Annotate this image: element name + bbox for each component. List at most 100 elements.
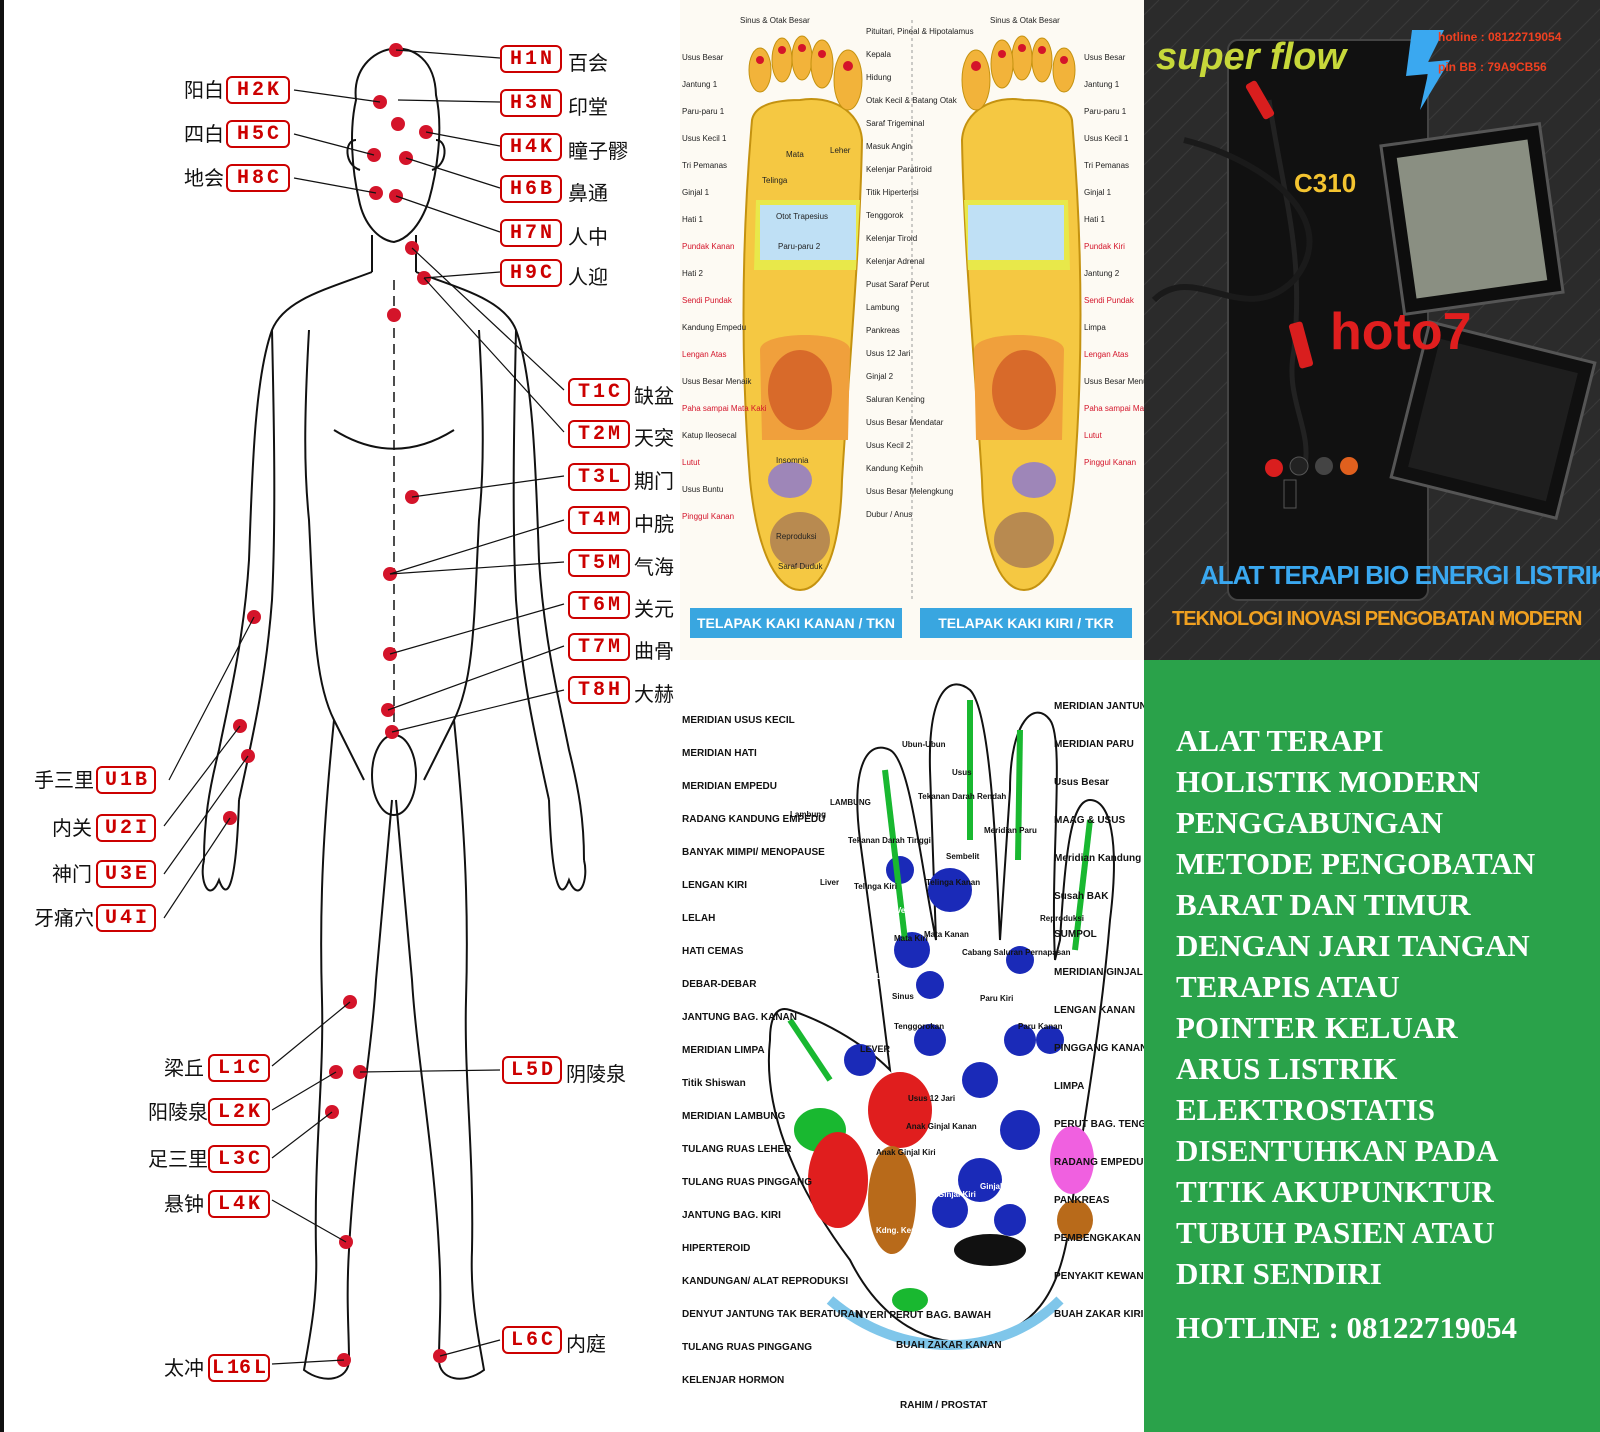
hand-label: Mata Kanan [924, 930, 969, 939]
hand-label: LAMBUNG [830, 798, 871, 807]
info-line: METODE PENGOBATAN [1176, 846, 1536, 881]
foot-label: Pituitari, Pineal & Hipotalamus [866, 27, 974, 36]
hand-label: BUAH ZAKAR KANAN [896, 1340, 1002, 1351]
device-hotline: hotline : 08122719054 [1438, 30, 1562, 44]
acupoint-label: 天突 [634, 426, 674, 450]
hand-label: RAHIM / PROSTAT [900, 1400, 988, 1411]
hand-label: Meridian Paru [984, 826, 1037, 835]
hand-label: Tekanan Darah Rendah [918, 792, 1007, 801]
foot-label: Ginjal 1 [682, 188, 710, 197]
foot-label: Pinggul Kanan [682, 512, 735, 521]
hand-label: Ginjal Kiri [938, 1190, 976, 1199]
hand-label: Tenggorokan [894, 1022, 945, 1031]
foot-top-label: Sinus & Otak Besar [740, 16, 810, 25]
foot-label: Insomnia [776, 456, 809, 465]
foot-label: Masuk Angin [866, 142, 912, 151]
foot-label: Mata [786, 150, 804, 159]
right-foot [742, 35, 864, 592]
hand-label: MAAG & USUS [1054, 815, 1126, 826]
info-line: ARUS LISTRIK [1176, 1051, 1398, 1086]
foot-label: Hidung [866, 73, 892, 82]
foot-label: Usus Besar [1084, 53, 1126, 62]
info-line: ELEKTROSTATIS [1176, 1092, 1436, 1127]
foot-label: Pundak Kiri [1084, 242, 1125, 251]
hand-label: NYERI PERUT BAG. BAWAH [856, 1310, 992, 1321]
foot-label: Pankreas [866, 326, 900, 335]
foot-left-side-labels: Usus Besar Jantung 1 Paru-paru 1 Usus Ke… [682, 44, 767, 530]
foot-label: Lengan Atas [1084, 350, 1129, 359]
foot-label: Usus Besar Mendatar [866, 418, 944, 427]
foot-label: Tenggorok [866, 211, 904, 220]
hand-label: JANTUNG BAG. KIRI [682, 1210, 781, 1221]
acupoint-label: 牙痛穴 [34, 906, 94, 930]
hand-label: PEMBENGKAKAN & GUMPALAN [1054, 1233, 1144, 1244]
hand-label: PENYAKIT KEWANITAAN [1054, 1271, 1144, 1282]
foot-label: Paha sampai Mata Kaki [1084, 404, 1144, 413]
hand-label: DEBAR-DEBAR [682, 979, 757, 990]
hand-label: Telinga Kiri [854, 882, 897, 891]
foot-label: Usus Besar [682, 53, 724, 62]
foot-label: Hati 1 [682, 215, 703, 224]
foot-label: Ginjal 1 [1084, 188, 1112, 197]
hand-label: MERIDIAN LAMBUNG [682, 1111, 786, 1122]
device-banner-2: TEKNOLOGI INOVASI PENGOBATAN MODERN [1172, 608, 1582, 630]
hand-label: MERIDIAN PARU [1054, 739, 1134, 750]
acupoint-label: 中脘 [634, 512, 674, 536]
device-banner-1: ALAT TERAPI BIO ENERGI LISTRIK [1200, 560, 1600, 590]
acupoint-label: 四白 [184, 122, 224, 146]
foot-label: Saraf Trigeminal [866, 119, 925, 128]
acupoint-label: 大赫 [634, 682, 674, 706]
hand-label: Vertigo [896, 906, 924, 915]
hand-label: MERIDIAN HATI [682, 748, 757, 759]
hand-label: KANDUNGAN/ ALAT REPRODUKSI [682, 1276, 849, 1287]
info-line: ALAT TERAPI [1176, 723, 1384, 758]
left-foot-caption: TELAPAK KAKI KIRI / TKR [920, 608, 1132, 638]
acupoint-label: 悬钟 [164, 1192, 204, 1216]
hand-label: Paru Kanan [1018, 1022, 1063, 1031]
hand-right-labels: MERIDIAN JANTUNG MERIDIAN PARU Usus Besa… [1054, 688, 1144, 1334]
hand-left-labels: MERIDIAN USUS KECIL MERIDIAN HATI MERIDI… [682, 704, 862, 1397]
watermark: hoto7 [1330, 303, 1472, 361]
foot-label: Usus Kecil 1 [682, 134, 727, 143]
hand-label: PANKREAS [1054, 1195, 1110, 1206]
acupoint-label: 印堂 [568, 95, 608, 119]
hand-label: Usus 12 Jari [908, 1094, 956, 1103]
foot-label: Jantung 1 [682, 80, 718, 89]
foot-label: Kelenjar Adrenal [866, 257, 925, 266]
info-line: PENGGABUNGAN [1176, 805, 1443, 840]
hand-label: Anak Ginjal Kiri [876, 1148, 936, 1157]
left-foot-caption-text: TELAPAK KAKI KIRI / TKR [938, 615, 1114, 631]
hand-illustration [767, 683, 1115, 1350]
hand-label: LENGAN KANAN [1054, 1005, 1136, 1016]
foot-label: Kelenjar Paratiroid [866, 165, 932, 174]
info-line: BARAT DAN TIMUR [1176, 887, 1471, 922]
hand-label: LEVER [860, 1044, 891, 1054]
foot-label: Pinggul Kanan [1084, 458, 1137, 467]
hand-label: HATI CEMAS [682, 946, 744, 957]
foot-label: Usus Besar Menaik [682, 377, 752, 386]
foot-label: Usus 12 Jari [866, 349, 911, 358]
hand-label: Reproduksi [1040, 914, 1085, 923]
hand-label: RADANG EMPEDU [1054, 1157, 1144, 1168]
foot-label: Jantung 1 [1084, 80, 1120, 89]
acupoint-label: 曲骨 [634, 639, 674, 663]
foot-label: Dubur / Anus [866, 510, 913, 519]
hand-label: Sinus [892, 992, 914, 1001]
foot-label: Usus Buntu [682, 485, 724, 494]
hand-label: Mata Kiri [894, 934, 928, 943]
right-foot-caption-text: TELAPAK KAKI KANAN / TKN [696, 615, 896, 631]
acupoint-label: 百会 [568, 51, 608, 75]
hand-label: Ubun-Ubun [902, 740, 946, 749]
hand-label: JANTUNG BAG. KANAN [682, 1012, 797, 1023]
